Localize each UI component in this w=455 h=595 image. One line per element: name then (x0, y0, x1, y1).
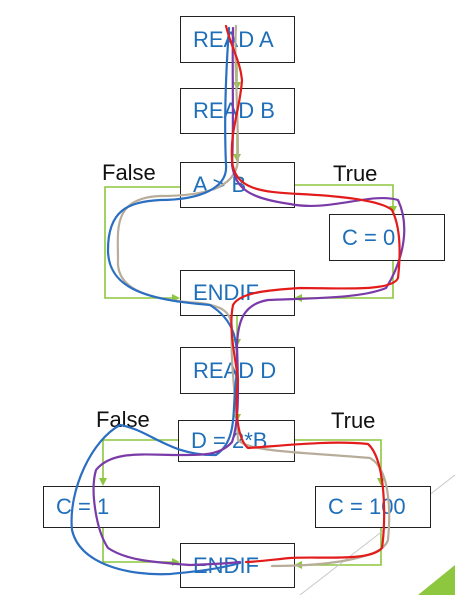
arrow-c1-to-endif2 (102, 528, 178, 563)
label-false-1: False (102, 160, 156, 185)
box-condition-a-gt-b: A > B (180, 162, 295, 208)
box-endif-2: ENDIF (180, 543, 295, 588)
arrow-cond1-true (295, 184, 394, 212)
box-read-b: READ B (180, 88, 295, 134)
arrow-cond2-true (295, 439, 382, 484)
box-endif-1: ENDIF (180, 270, 295, 316)
box-c-equals-100: C = 100 (315, 486, 431, 528)
box-c-equals-1: C = 1 (43, 486, 160, 528)
box-condition-d-eq-2b: D = 2*B (178, 420, 295, 462)
box-c-equals-0: C = 0 (329, 214, 445, 261)
arrow-cond1-false (104, 186, 180, 299)
arrow-cond2-false (102, 439, 178, 484)
label-false-2: False (96, 407, 150, 432)
arrow-c100-to-endif2 (296, 528, 382, 566)
arrow-c0-to-endif1 (296, 261, 394, 299)
label-true-1: True (333, 161, 378, 186)
box-read-a: READ A (180, 16, 295, 63)
label-true-2: True (331, 408, 376, 433)
box-read-d: READ D (180, 347, 295, 394)
